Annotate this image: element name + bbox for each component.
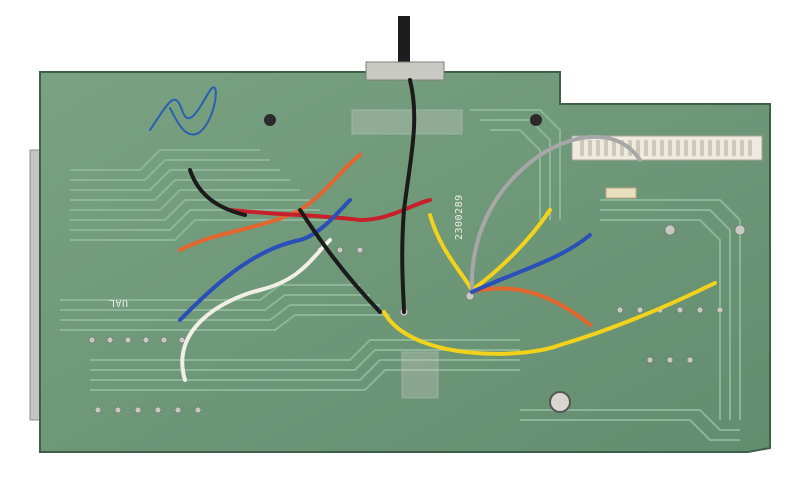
copper-traces bbox=[60, 109, 741, 441]
wire-white bbox=[180, 238, 332, 382]
ual-mark-label: UAL bbox=[108, 297, 128, 308]
wire-red bbox=[228, 198, 432, 222]
switch-lever bbox=[398, 16, 410, 66]
wire-blue-2 bbox=[470, 233, 592, 294]
wire-blue bbox=[178, 198, 352, 322]
circuit-board bbox=[39, 71, 771, 453]
wire-black bbox=[188, 78, 417, 314]
wire-orange-2 bbox=[470, 286, 592, 327]
wire-sleeve bbox=[605, 187, 637, 199]
ic-footprint-bottom bbox=[401, 351, 439, 399]
part-number-label: 2300289 bbox=[454, 194, 465, 240]
mounting-hole-left bbox=[264, 114, 276, 126]
ic-footprint-top bbox=[351, 109, 463, 135]
ink-scribble bbox=[149, 86, 217, 136]
switch-body bbox=[365, 61, 445, 81]
solder-pads bbox=[88, 224, 746, 414]
ribbon-connector bbox=[571, 135, 763, 161]
wire-gray bbox=[469, 134, 642, 294]
wires bbox=[178, 78, 717, 382]
mounting-screw bbox=[549, 391, 571, 413]
mounting-hole-right bbox=[530, 114, 542, 126]
